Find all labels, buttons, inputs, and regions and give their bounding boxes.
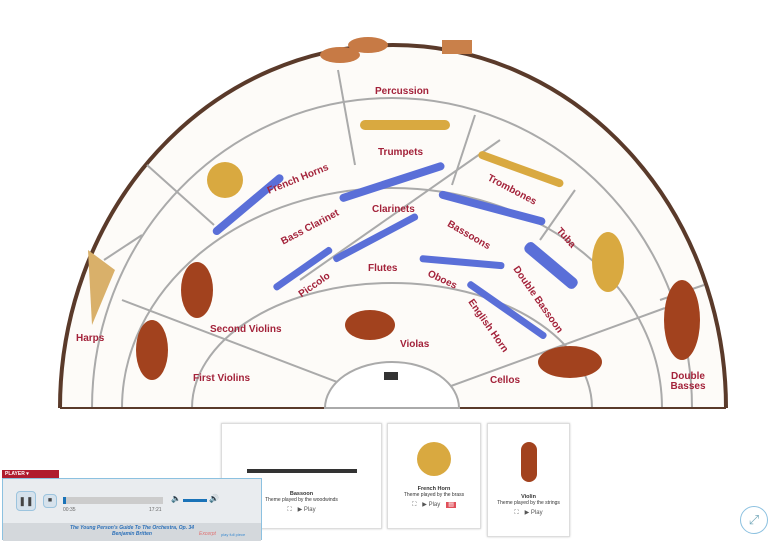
bassoon-image (246, 469, 357, 473)
play-button[interactable]: ▶ Play (297, 507, 316, 513)
total-time: 17:21 (149, 507, 162, 513)
play-button[interactable]: ▶ Play (524, 510, 543, 516)
excerpt-label: Excerpt (199, 531, 216, 537)
section-second-violins[interactable]: Second Violins (210, 324, 282, 335)
instrument-images (88, 37, 700, 380)
stop-button[interactable]: ■ (43, 494, 57, 508)
instrument-card-violin[interactable]: Violin Theme played by the strings ⛶ ▶ Pl… (487, 423, 570, 537)
track-title: The Young Person's Guide To The Orchestr… (69, 525, 195, 531)
score-icon[interactable]: ▤ (446, 502, 456, 508)
card-title: French Horn (417, 486, 451, 492)
card-description: Theme played by the strings (497, 500, 560, 506)
music-stand-icon (384, 372, 398, 380)
audio-player: ❚❚ ■ 00:35 17:21 🔈 🔊 The Young Person's … (2, 478, 262, 541)
fullscreen-icon[interactable]: ⛶ (514, 510, 519, 516)
section-flutes[interactable]: Flutes (368, 263, 398, 274)
elapsed-time: 00:35 (63, 507, 76, 513)
instrument-card-french-horn[interactable]: French Horn Theme played by the brass ⛶ ▶… (387, 423, 481, 529)
play-full-piece-link[interactable]: play full piece (221, 532, 246, 537)
section-clarinets[interactable]: Clarinets (372, 204, 415, 215)
section-trumpets[interactable]: Trumpets (378, 147, 424, 158)
section-percussion[interactable]: Percussion (375, 86, 429, 97)
fullscreen-icon[interactable]: ⛶ (412, 502, 417, 508)
progress-track[interactable] (63, 497, 163, 504)
card-title: Bassoon (289, 491, 314, 497)
card-description: Theme played by the brass (403, 492, 465, 498)
progress-fill (63, 497, 66, 504)
section-double-basses[interactable]: Double Basses (670, 371, 706, 392)
section-violas[interactable]: Violas (400, 339, 430, 350)
section-first-violins[interactable]: First Violins (193, 373, 251, 384)
player-tab[interactable]: PLAYER ▾ (2, 470, 59, 478)
play-button[interactable]: ▶ Play (422, 502, 441, 508)
track-composer: Benjamin Britten (111, 531, 152, 537)
fullscreen-icon[interactable]: ⛶ (287, 507, 292, 513)
card-title: Violin (521, 494, 536, 500)
violin-image (520, 442, 537, 482)
volume-slider[interactable] (183, 499, 207, 502)
volume-low-icon[interactable]: 🔈 (171, 494, 181, 503)
pause-button[interactable]: ❚❚ (16, 491, 36, 511)
volume-high-icon[interactable]: 🔊 (209, 494, 219, 503)
expand-icon[interactable]: ⤢ (740, 506, 768, 534)
french-horn-image (417, 442, 451, 476)
section-cellos[interactable]: Cellos (490, 375, 521, 386)
card-description: Theme played by the woodwinds (265, 497, 338, 503)
conductor-podium (323, 361, 461, 409)
section-harps[interactable]: Harps (76, 333, 105, 344)
